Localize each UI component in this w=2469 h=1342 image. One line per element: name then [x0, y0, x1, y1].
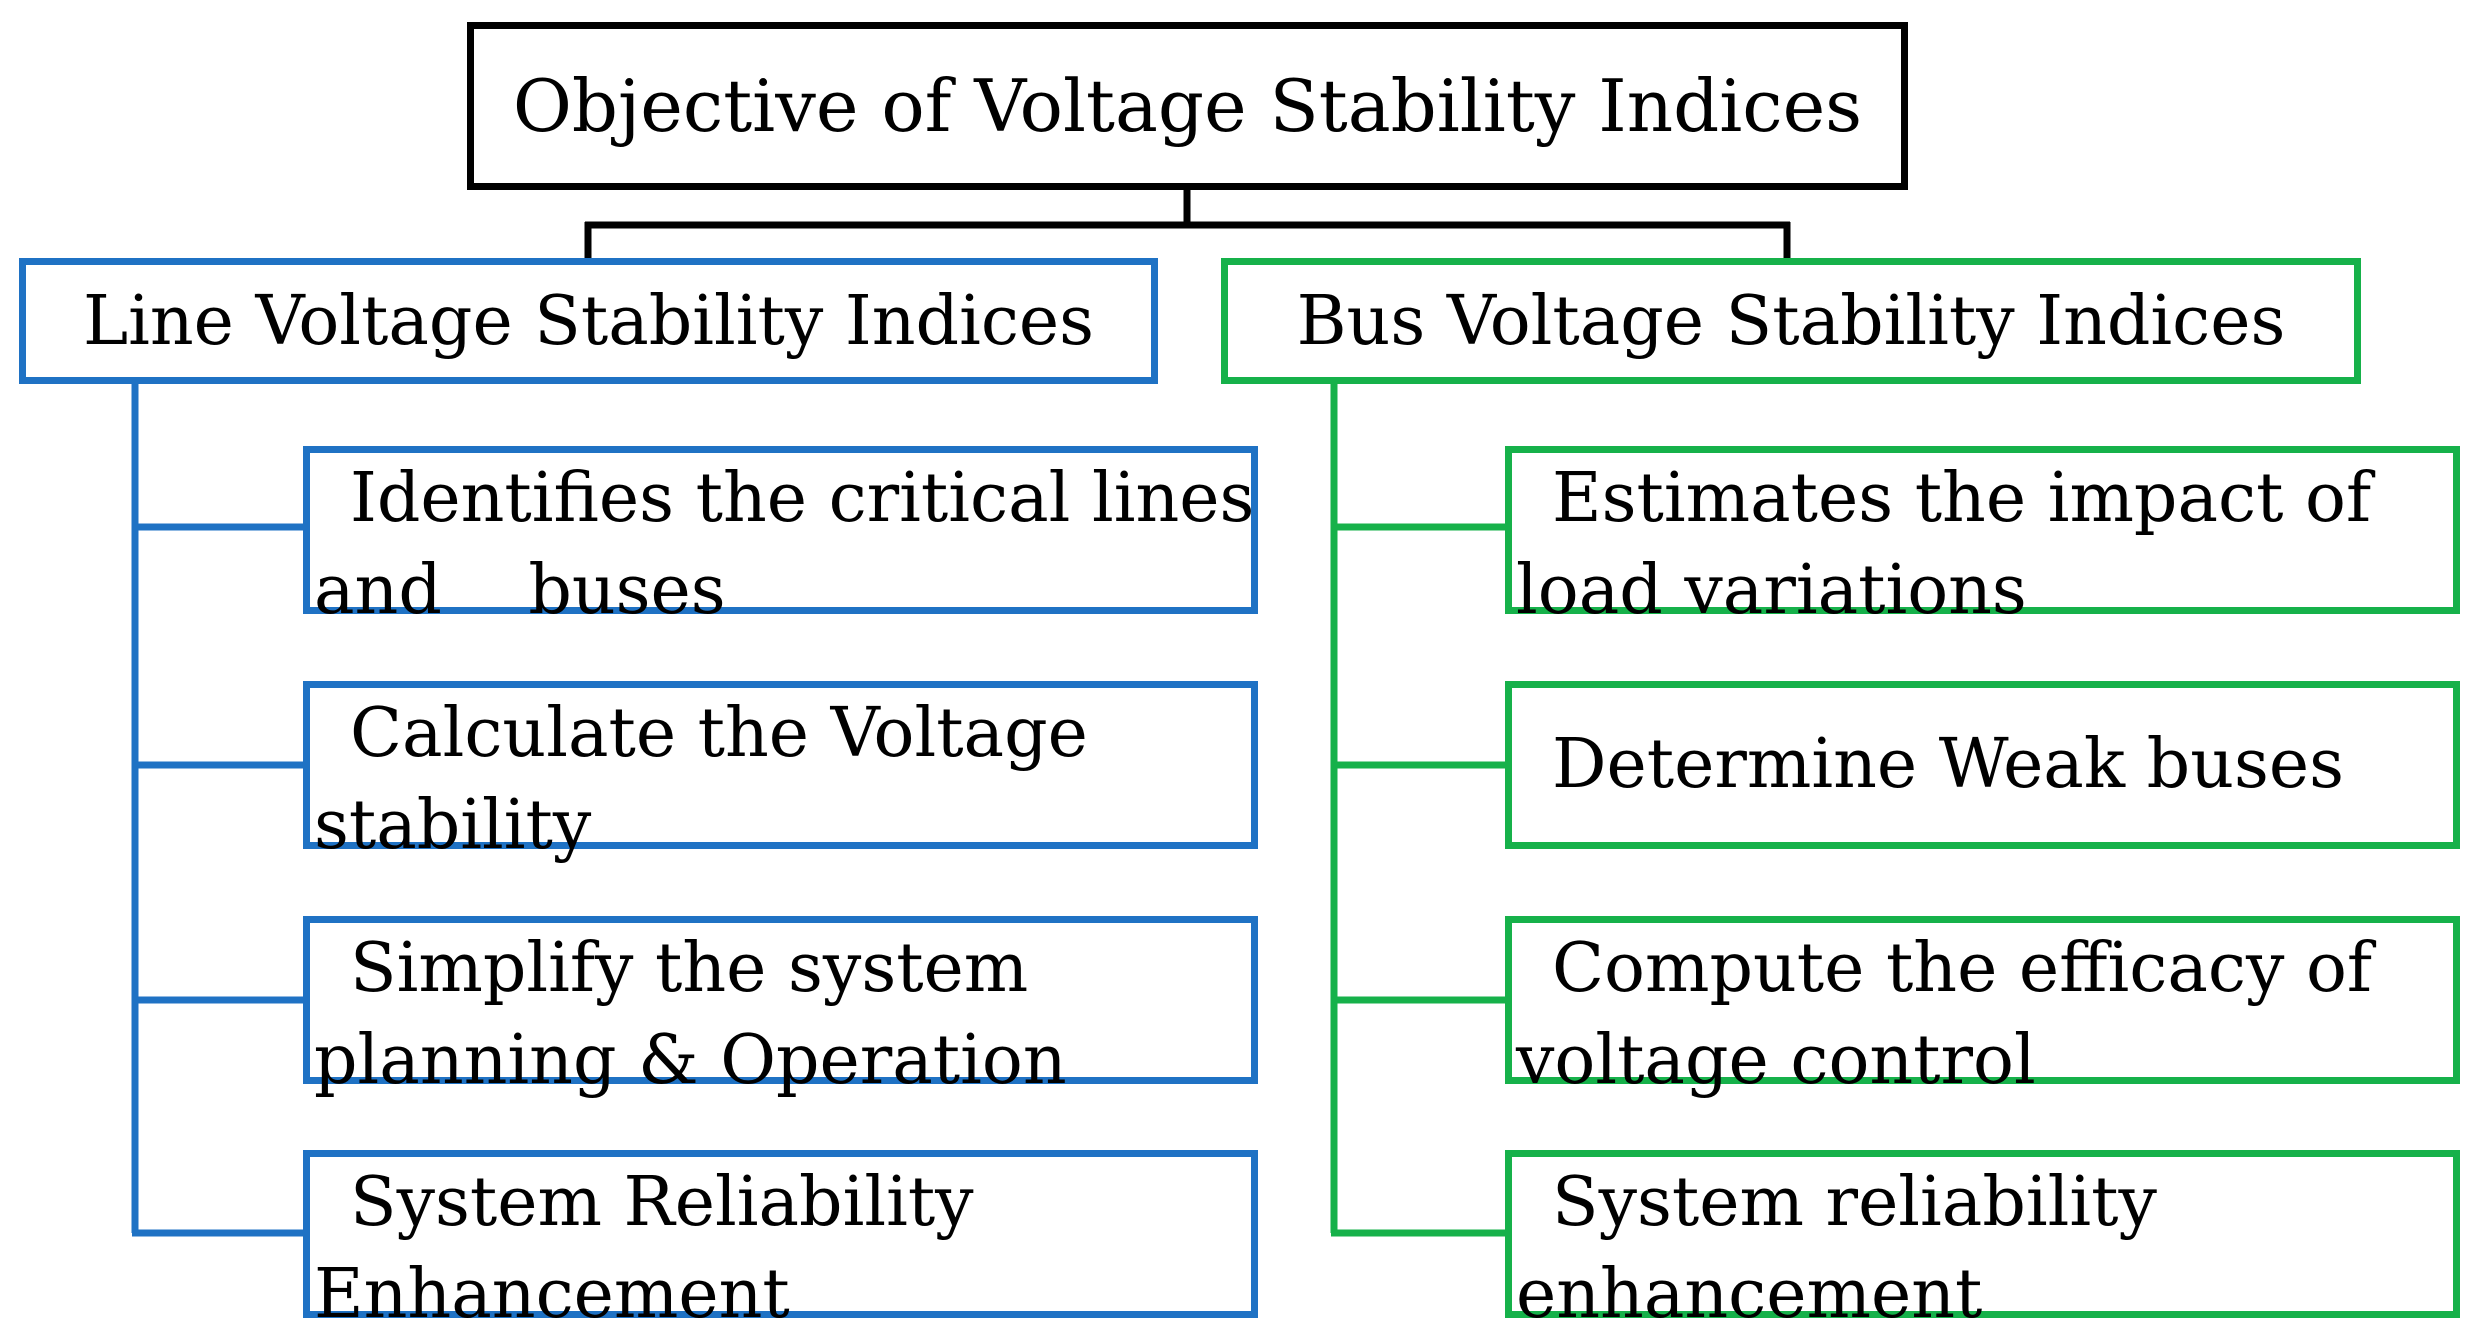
bus-item-text-1: Estimates the impact of	[1552, 459, 2372, 538]
root-connector	[584, 190, 1791, 258]
root-label: Objective of Voltage Stability Indices	[512, 64, 1863, 148]
line-item-text-2: Enhancement	[314, 1255, 790, 1334]
line-item-text-2: planning & Operation	[314, 1021, 1067, 1100]
line-group-connector	[131, 384, 303, 1237]
line-indices-node: Line Voltage Stability Indices	[19, 258, 1158, 384]
bus-item-text-1: System reliability	[1552, 1163, 2157, 1242]
line-item-reliability: System Reliability Enhancement	[303, 1150, 1258, 1334]
line-item-text-2: and buses	[314, 551, 726, 630]
bus-item-text-1: Determine Weak buses	[1552, 725, 2345, 804]
line-item-calculate-stability: Calculate the Voltage stability	[303, 681, 1258, 865]
bus-group-connector	[1330, 384, 1505, 1237]
bus-indices-node: Bus Voltage Stability Indices	[1221, 258, 2361, 384]
bus-item-text-2: load variations	[1516, 551, 2027, 630]
line-indices-title: Line Voltage Stability Indices	[82, 281, 1095, 361]
bus-item-reliability: System reliability enhancement	[1505, 1150, 2460, 1334]
line-item-critical-lines: Identifies the critical lines and buses	[303, 446, 1258, 630]
bus-indices-title: Bus Voltage Stability Indices	[1296, 281, 2286, 361]
line-item-text-1: Identifies the critical lines	[350, 459, 1255, 538]
bus-item-weak-buses: Determine Weak buses	[1505, 681, 2460, 849]
bus-item-text-2: voltage control	[1516, 1021, 2036, 1100]
line-item-simplify-planning: Simplify the system planning & Operation	[303, 916, 1258, 1100]
line-item-text-1: System Reliability	[350, 1163, 974, 1242]
bus-item-load-variations: Estimates the impact of load variations	[1505, 446, 2460, 630]
bus-item-text-2: enhancement	[1516, 1255, 1983, 1334]
root-node: Objective of Voltage Stability Indices	[467, 22, 1908, 190]
line-item-text-1: Simplify the system	[350, 929, 1029, 1008]
line-item-text-2: stability	[314, 786, 592, 865]
line-item-text-1: Calculate the Voltage	[350, 694, 1088, 773]
bus-item-voltage-control: Compute the efficacy of voltage control	[1505, 916, 2460, 1100]
bus-item-text-1: Compute the efficacy of	[1552, 929, 2373, 1008]
